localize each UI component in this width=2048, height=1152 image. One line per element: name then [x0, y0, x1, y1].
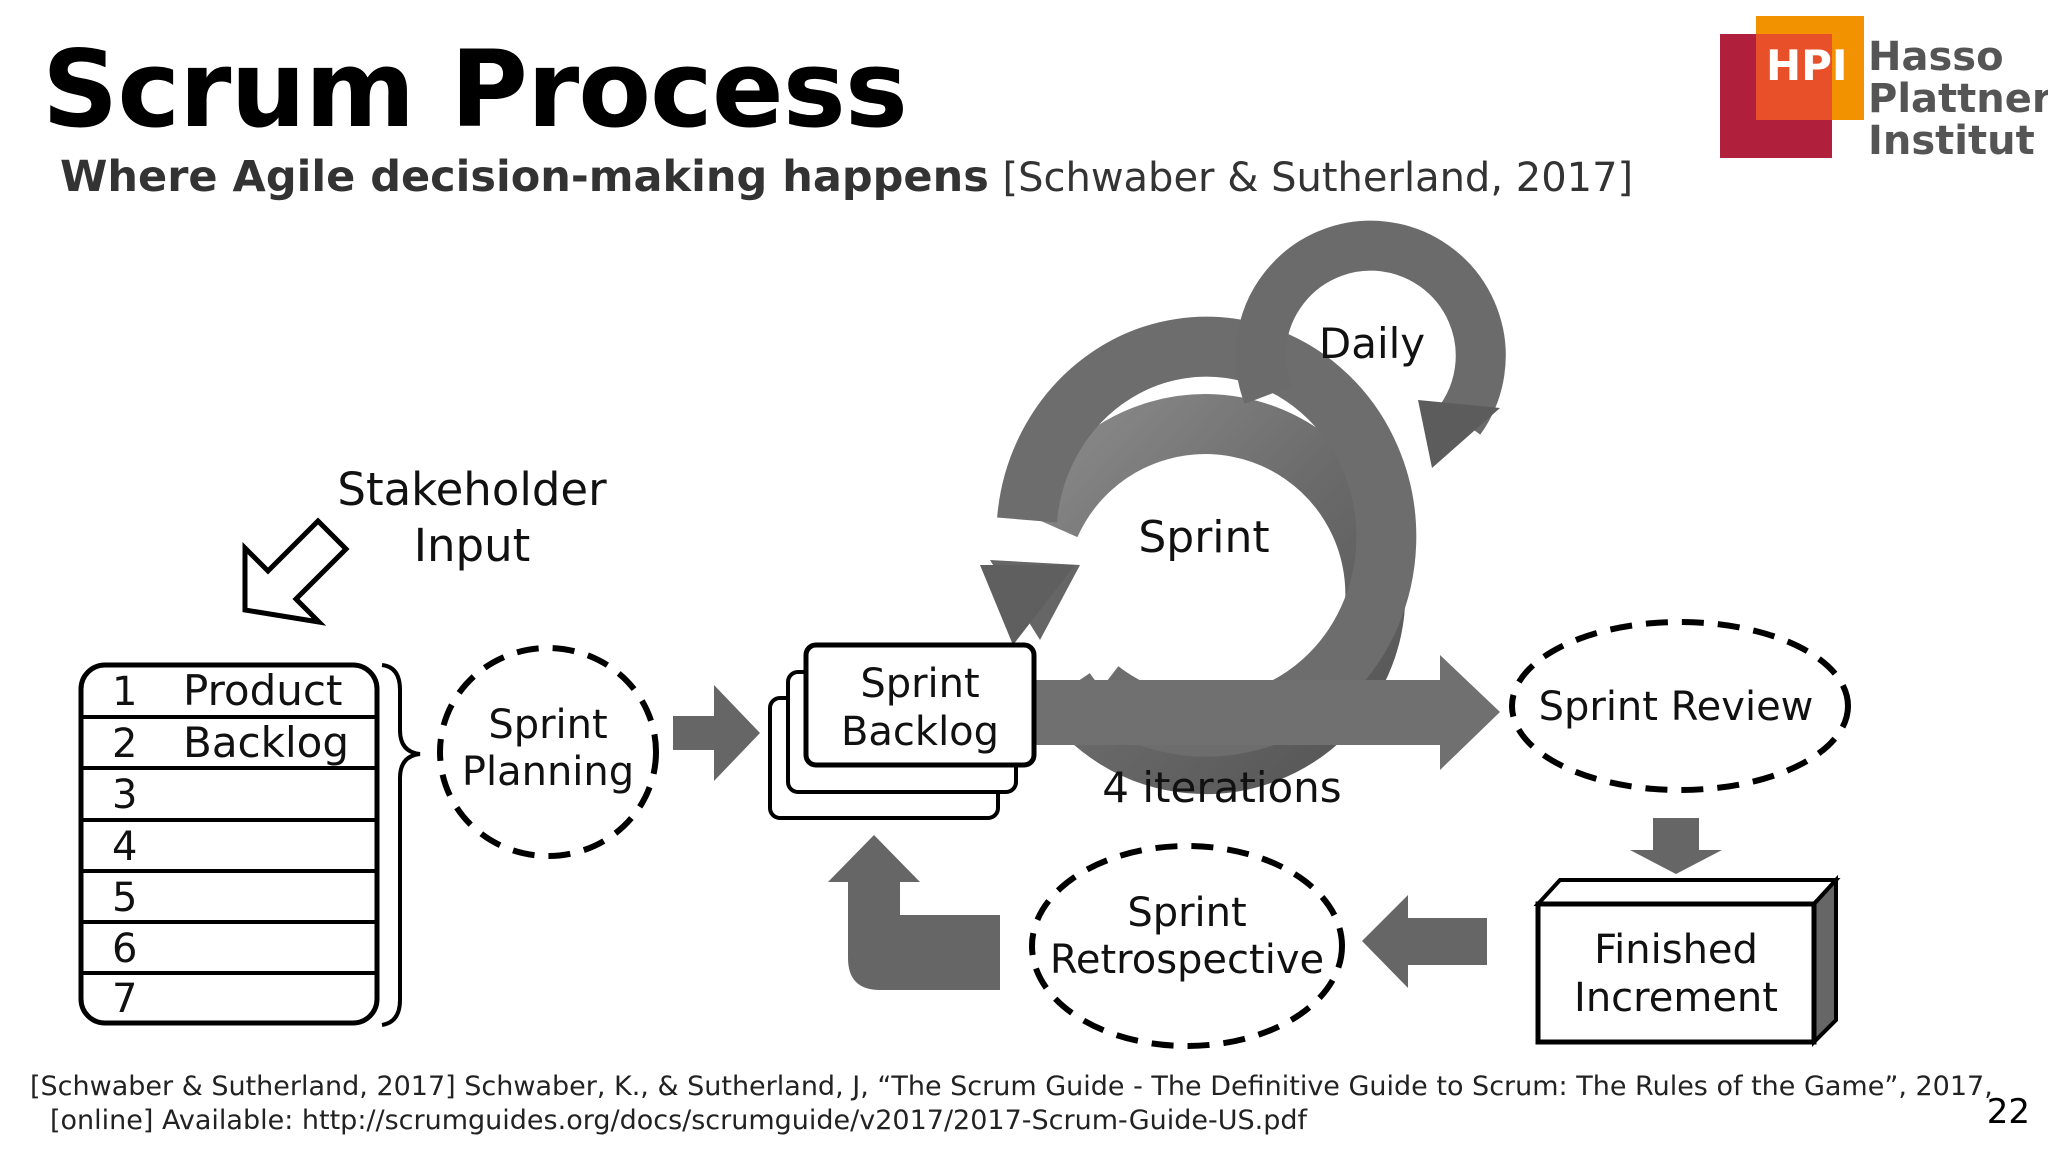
daily-label: Daily: [1319, 319, 1425, 368]
sprint-backlog-card: [803, 642, 1037, 768]
hpi-logo: HPI: [1720, 16, 1864, 158]
stakeholder-label-line-1: Stakeholder: [337, 463, 607, 516]
backlog-label-line-1: Product: [183, 666, 342, 715]
increment-to-retro-arrow: [1362, 895, 1487, 988]
sprint-to-review-arrow: [1030, 655, 1500, 770]
finished-increment-line-1: Finished: [1594, 927, 1758, 973]
logo-line-1: Hasso: [1868, 34, 2004, 80]
slide-subtitle: Where Agile decision-making happens [Sch…: [60, 152, 1633, 202]
subtitle-text: Where Agile decision-making happens: [60, 152, 989, 202]
sprint-backlog-line-1: Sprint: [860, 661, 979, 707]
sprint-backlog-line-2: Backlog: [841, 709, 999, 755]
backlog-label-line-2: Backlog: [183, 718, 349, 767]
footer-line-2: [online] Available: http://scrumguides.o…: [50, 1105, 1308, 1136]
sprint-review-label: Sprint Review: [1539, 684, 1814, 730]
sprint-label: Sprint: [1138, 512, 1269, 563]
logo-line-3: Institut: [1868, 118, 2035, 164]
page-number: 22: [1986, 1092, 2030, 1132]
sprint-planning-line-2: Planning: [462, 749, 634, 795]
finished-increment-line-2: Increment: [1574, 975, 1778, 1021]
footer-line-1: [Schwaber & Sutherland, 2017] Schwaber, …: [30, 1071, 1993, 1102]
backlog-row-3: 3: [112, 772, 137, 818]
backlog-row-5: 5: [112, 875, 137, 921]
stakeholder-label-line-2: Input: [414, 519, 531, 572]
subtitle-reference: [Schwaber & Sutherland, 2017]: [1002, 155, 1634, 201]
backlog-row-2: 2: [112, 721, 137, 767]
iterations-label: 4 iterations: [1102, 763, 1341, 812]
backlog-row-1: 1: [112, 669, 137, 715]
backlog-row-4: 4: [112, 824, 137, 870]
logo-overlap-block: [1756, 34, 1832, 120]
product-backlog-table: 1 2 3 4 5 6 7 Product Backlog: [78, 662, 380, 1026]
sprint-review-ellipse: [1509, 619, 1851, 793]
slide-title: Scrum Process: [42, 28, 908, 151]
logo-text: Hasso Plattner Institut: [1868, 36, 2048, 162]
finished-increment-box: [1533, 874, 1841, 1047]
sprint-planning-ellipse: [437, 645, 659, 859]
logo-abbr: HPI: [1766, 41, 1848, 90]
sprint-retrospective-ellipse: [1029, 843, 1345, 1049]
retro-to-backlog-arrow: [828, 835, 1000, 990]
logo-line-2: Plattner: [1868, 76, 2048, 122]
backlog-row-6: 6: [112, 926, 137, 972]
stakeholder-arrow-icon: [242, 517, 350, 626]
retro-line-2: Retrospective: [1050, 937, 1324, 983]
footer-citation: [Schwaber & Sutherland, 2017] Schwaber, …: [30, 1070, 1993, 1138]
sprint-planning-line-1: Sprint: [488, 702, 607, 748]
backlog-brace: [381, 663, 421, 1027]
review-to-increment-arrow: [1630, 818, 1722, 874]
retro-line-1: Sprint: [1127, 890, 1246, 936]
backlog-row-7: 7: [112, 976, 137, 1022]
planning-to-backlog-arrow: [673, 685, 760, 781]
daily-cycle-arrow: [1235, 220, 1506, 468]
